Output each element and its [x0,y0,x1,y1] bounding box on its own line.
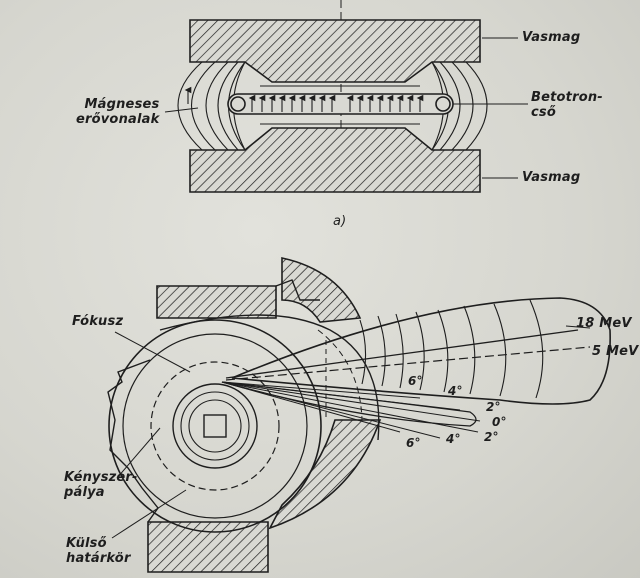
bottom-leader-lines [111,325,591,539]
curved-shield-bottom [268,419,382,530]
bottom-betatron-plan [107,257,611,573]
iron-core-top-label: Vasmag [522,30,581,45]
angle-label-zero: 0° [492,415,507,429]
angle-label-lower-4: 4° [446,432,461,446]
focus-label: Fókusz [72,314,124,329]
figure-caption: a) [333,214,347,229]
bottom-pole-piece [147,521,269,573]
lower-iron-core [189,127,481,193]
angle-label-lower-2: 2° [484,430,499,444]
angle-label-upper-6: 6° [408,374,423,388]
energy-5mev-label: 5 MeV [592,344,639,359]
field-arrows [184,86,424,112]
field-lines-left [177,61,246,151]
top-leader-lines [164,37,528,179]
outer-frame [107,359,159,523]
energy-18mev-label: 18 MeV [576,316,632,331]
outer-boundary-label: Külső határkör [66,536,131,566]
top-magnet-section [164,0,528,193]
angle-label-upper-2: 2° [486,400,501,414]
forced-orbit-label: Kényszer- pálya [64,470,138,500]
forced-orbit [150,361,280,491]
upper-iron-core [189,19,481,83]
betatron-tube-label: Betotron- cső [531,90,603,120]
curved-shield-top [281,257,362,323]
iron-core-bottom-label: Vasmag [522,170,581,185]
angle-label-upper-4: 4° [448,384,463,398]
angle-label-lower-6: 6° [406,436,421,450]
top-pole-piece [156,285,277,319]
magnetic-field-lines-label: Mágneses erővonalak [76,97,160,127]
